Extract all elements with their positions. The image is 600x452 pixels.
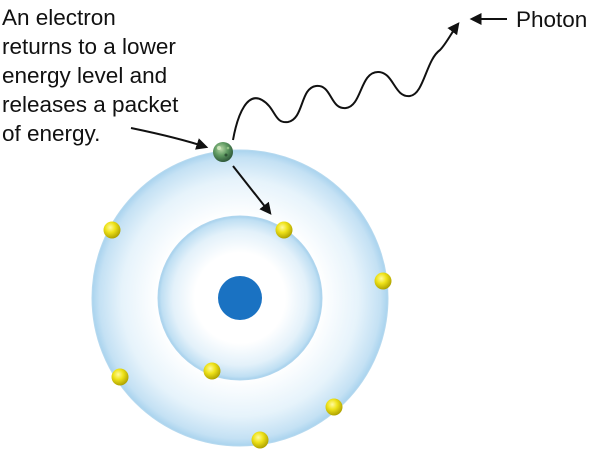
inner-electron-icon [275, 221, 293, 239]
outer-electron-icon [103, 221, 121, 239]
emitting-electron-icon [213, 142, 233, 162]
photon-wave-arrow [232, 22, 460, 141]
caption-text: An electron returns to a lower energy le… [2, 3, 232, 148]
photon-label: Photon [516, 7, 588, 32]
caption-line: releases a packet [2, 92, 179, 117]
nucleus-icon [218, 276, 262, 320]
outer-electron-icon [325, 398, 343, 416]
outer-electron-icon [251, 431, 269, 449]
transition-arrow [232, 165, 272, 215]
caption-line: returns to a lower [2, 34, 176, 59]
caption-line: An electron [2, 5, 116, 30]
caption-pointer-arrow [130, 127, 209, 150]
outer-electron-icon [111, 368, 129, 386]
caption-line: of energy. [2, 121, 101, 146]
inner-electron-icon [203, 362, 221, 380]
outer-electron-icon [374, 272, 392, 290]
caption-line: energy level and [2, 63, 168, 88]
